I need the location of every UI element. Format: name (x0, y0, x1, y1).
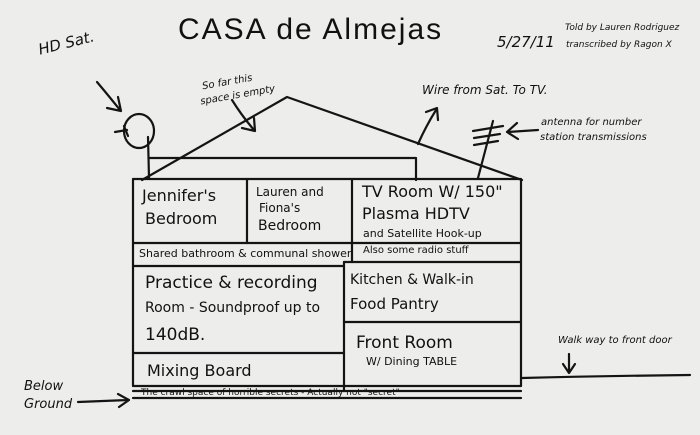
lauren-bedroom-line-3: Bedroom (258, 218, 322, 234)
tv-room-line-2: Plasma HDTV (362, 204, 470, 223)
tv-room-line-3: and Satellite Hook-up (363, 227, 482, 240)
below-ground-arrow (76, 392, 131, 409)
dish-mount (113, 124, 151, 180)
front-room-line-1: Front Room (356, 333, 453, 353)
below-ground-line-1: Below (24, 379, 64, 394)
jennifer-bedroom-line-2: Bedroom (145, 209, 218, 228)
page-title: CASA de Almejas (178, 13, 444, 46)
below-ground-line-2: Ground (24, 397, 73, 412)
lauren-bedroom-line-2: Fiona's (259, 201, 301, 215)
kitchen-line-2: Food Pantry (350, 295, 439, 313)
wire-arrow (416, 106, 440, 146)
kitchen-line-1: Kitchen & Walk-in (350, 272, 474, 288)
practice-room-line-1: Practice & recording (145, 273, 318, 293)
antenna-arrow (505, 121, 540, 141)
sat-wire (147, 156, 418, 182)
credit-line-2: transcribed by Ragon X (566, 40, 672, 50)
date-label: 5/27/11 (497, 33, 555, 51)
ground-line (520, 373, 692, 380)
wire-label: Wire from Sat. To TV. (422, 83, 548, 97)
crawl-space-label: The crawl space of horrible secrets - Ac… (141, 388, 400, 398)
antenna-label-line-2: station transmissions (540, 132, 647, 143)
antenna-icon (471, 119, 505, 180)
credit-line-1: Told by Lauren Rodriguez (565, 23, 680, 33)
practice-room-line-3: 140dB. (145, 325, 206, 345)
walkway-arrow (561, 352, 577, 375)
jennifer-bedroom-line-1: Jennifer's (142, 186, 217, 205)
walkway-label: Walk way to front door (558, 335, 672, 346)
mixing-board-label: Mixing Board (147, 361, 252, 380)
roof-outline (140, 95, 524, 182)
lauren-bedroom-line-1: Lauren and (256, 185, 324, 199)
bathroom-label: Shared bathroom & communal shower (139, 247, 352, 260)
practice-room-line-2: Room - Soundproof up to (145, 300, 321, 316)
satellite-dish-icon (122, 112, 156, 150)
attic-arrow (230, 98, 257, 133)
front-room-line-2: W/ Dining TABLE (366, 355, 458, 368)
tv-room-line-4: Also some radio stuff (363, 245, 469, 256)
antenna-label-line-1: antenna for number (541, 117, 642, 128)
tv-room-line-1: TV Room W/ 150" (362, 182, 503, 201)
house-outline (131, 177, 523, 388)
dish-arrow (95, 80, 123, 113)
